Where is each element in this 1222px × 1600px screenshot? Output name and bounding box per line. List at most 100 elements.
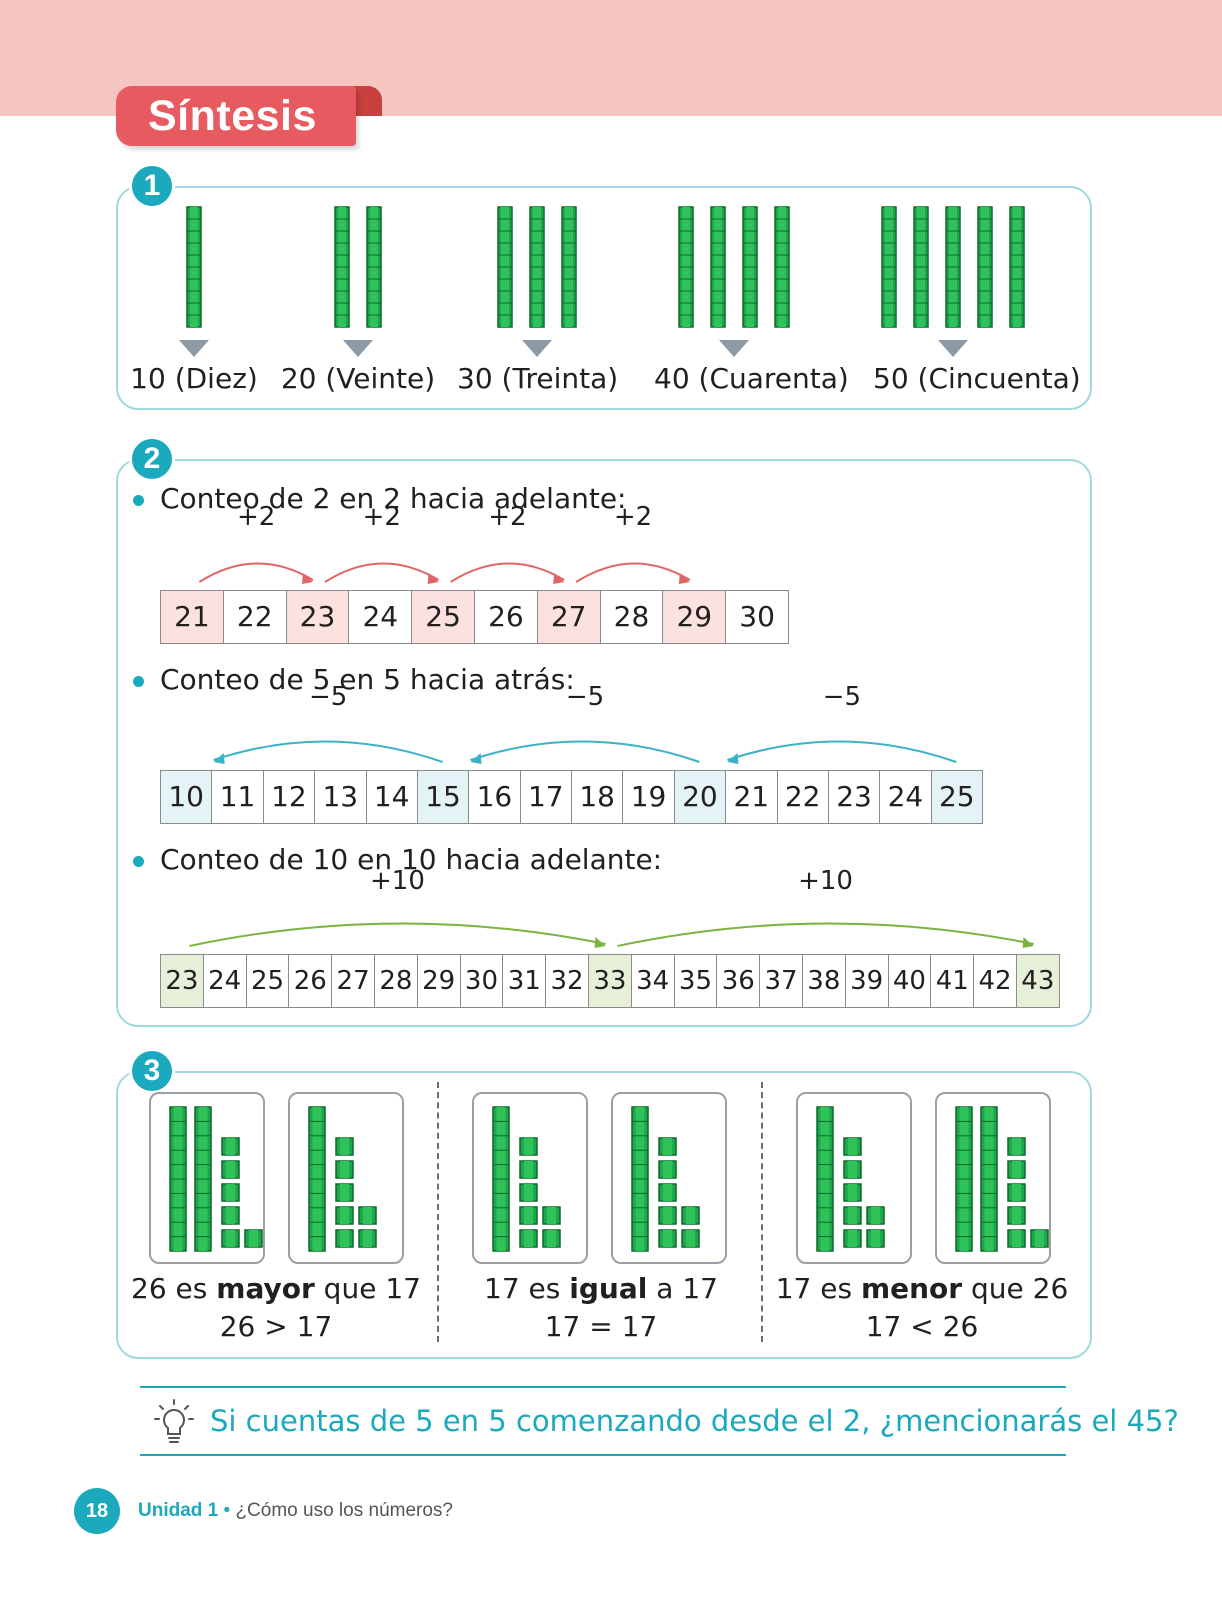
sentence-text: 26 es <box>131 1272 217 1305</box>
tip-question: Si cuentas de 5 en 5 comenzando desde el… <box>210 1404 1179 1438</box>
jump-label: +2 <box>362 502 401 532</box>
jump-arrow <box>213 740 443 763</box>
number-cell: 33 <box>588 955 632 1007</box>
number-cell: 30 <box>726 591 789 643</box>
dashed-divider <box>761 1082 763 1342</box>
jump-label: +2 <box>237 502 276 532</box>
number-cell: 29 <box>418 955 461 1007</box>
unit-cube <box>866 1206 885 1225</box>
comparison-sentence: 17 es menor que 26 <box>772 1272 1072 1305</box>
number-cell: 21 <box>161 591 224 643</box>
jump-arrow <box>617 922 1034 947</box>
number-cell: 14 <box>367 771 418 823</box>
comparison-sentence: 17 es igual a 17 <box>451 1272 751 1305</box>
unit-cube <box>658 1137 677 1156</box>
tens-label: 20 (Veinte) <box>280 362 436 395</box>
number-cell: 18 <box>572 771 624 823</box>
jump-arrow <box>324 562 440 583</box>
count-by-10-title: Conteo de 10 en 10 hacia adelante: <box>160 843 663 876</box>
number-cell: 22 <box>224 591 287 643</box>
unit-cube <box>866 1229 885 1248</box>
ten-rod <box>945 206 961 328</box>
unit-cube <box>221 1183 240 1202</box>
arrowhead-icon <box>594 937 606 948</box>
unit-cube <box>358 1229 377 1248</box>
number-cell: 11 <box>212 771 264 823</box>
unit-cube <box>221 1137 240 1156</box>
unit-cube <box>519 1183 538 1202</box>
tip-top-rule <box>140 1386 1066 1388</box>
arrowhead-icon <box>553 573 565 584</box>
unit-cube <box>519 1137 538 1156</box>
section-2-panel <box>116 459 1092 1027</box>
arrowhead-icon <box>678 573 690 584</box>
ten-rod <box>977 206 993 328</box>
comparison-word: igual <box>569 1272 648 1305</box>
section-3-badge: 3 <box>129 1048 175 1094</box>
count-by-2-title: Conteo de 2 en 2 hacia adelante: <box>160 482 627 515</box>
unit-cube <box>658 1183 677 1202</box>
ten-rod <box>881 206 897 328</box>
section-3-panel <box>116 1071 1092 1359</box>
bullet-point <box>133 495 144 506</box>
unit-cube <box>221 1229 240 1248</box>
unit-cube <box>658 1206 677 1225</box>
unit-cube <box>1007 1206 1026 1225</box>
ten-rod <box>497 206 513 328</box>
arrowhead-icon <box>470 753 482 764</box>
number-cell: 31 <box>503 955 547 1007</box>
unit-cube <box>244 1229 263 1248</box>
arrowhead-icon <box>213 753 225 764</box>
unit-cube <box>335 1206 354 1225</box>
unit-cube <box>1030 1229 1049 1248</box>
number-cell: 25 <box>412 591 475 643</box>
section-2-badge: 2 <box>129 436 175 482</box>
unit-label: Unidad 1 <box>138 1500 219 1521</box>
ten-rod <box>1009 206 1025 328</box>
number-cell: 30 <box>461 955 504 1007</box>
down-arrow-icon <box>719 340 749 357</box>
jump-arrow <box>189 922 606 947</box>
unit-cube <box>843 1229 862 1248</box>
tip-bottom-rule <box>140 1454 1066 1456</box>
down-arrow-icon <box>938 340 968 357</box>
unit-cube <box>542 1206 561 1225</box>
jump-label: +10 <box>370 866 425 896</box>
unit-cube <box>358 1206 377 1225</box>
unit-cube <box>658 1160 677 1179</box>
unit-cube <box>221 1206 240 1225</box>
lightbulb-icon <box>152 1398 196 1446</box>
title-tab-fold <box>352 86 382 116</box>
page-title: Síntesis <box>148 92 317 140</box>
comparison-expression: 17 = 17 <box>544 1310 658 1343</box>
unit-cube <box>681 1206 700 1225</box>
ten-rod <box>678 206 694 328</box>
number-cell: 26 <box>289 955 333 1007</box>
number-cell: 32 <box>546 955 589 1007</box>
unit-cube <box>335 1137 354 1156</box>
unit-cube <box>843 1160 862 1179</box>
jump-arrow <box>575 562 691 583</box>
ten-rod <box>186 206 202 328</box>
ten-rod <box>955 1106 973 1252</box>
section-1-panel <box>116 186 1092 410</box>
jump-label: +2 <box>488 502 527 532</box>
number-cell: 19 <box>623 771 675 823</box>
footer-separator: • <box>223 1500 231 1521</box>
ten-rod <box>913 206 929 328</box>
ten-rod <box>169 1106 187 1252</box>
down-arrow-icon <box>343 340 373 357</box>
sentence-text: 17 es <box>775 1272 861 1305</box>
ten-rod <box>710 206 726 328</box>
jump-label: −5 <box>822 682 862 712</box>
number-cell: 22 <box>778 771 829 823</box>
ten-rod <box>194 1106 212 1252</box>
tens-label: 30 (Treinta) <box>457 362 619 395</box>
number-cell: 24 <box>204 955 247 1007</box>
number-cell: 29 <box>663 591 727 643</box>
tens-label: 40 (Cuarenta) <box>654 362 849 395</box>
jump-label: −5 <box>308 682 348 712</box>
number-cell: 43 <box>1016 955 1060 1007</box>
